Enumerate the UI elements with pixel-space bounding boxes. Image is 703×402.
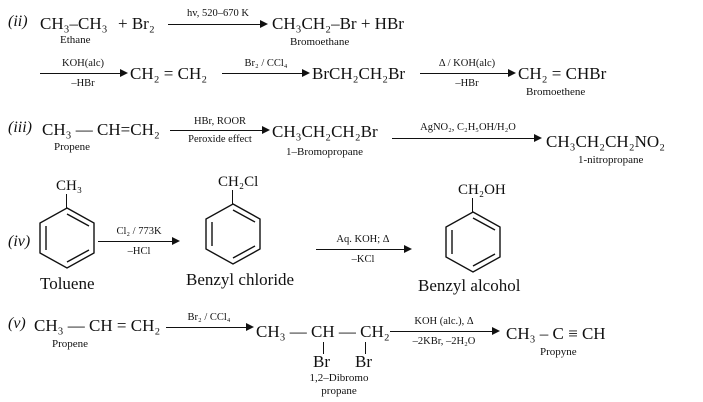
propene-v-label: Propene xyxy=(52,338,89,350)
benzyl-alcohol-label: Benzyl alcohol xyxy=(418,276,521,295)
reaction-ii-arrow-3 xyxy=(222,69,310,77)
ethane-label: Ethane xyxy=(60,34,91,46)
dibromo-bond-2 xyxy=(365,342,366,354)
propene-v-formula: CH₃ — CH = CH₂ xyxy=(34,316,161,335)
reaction-iii-arrow-2 xyxy=(392,134,542,142)
reaction-ii-condition-1: hv, 520–670 K xyxy=(186,8,250,19)
benzyl-chloride-substituent-bond xyxy=(232,190,233,204)
bromoethane-label: Bromoethane xyxy=(290,36,350,48)
reaction-v-tag: (v) xyxy=(8,315,26,332)
propene-formula: CH₃ — CH=CH₂ xyxy=(42,120,160,139)
bromoethane-products: CH₃CH₂–Br + HBr xyxy=(272,14,404,33)
reaction-v-condition-2-top: KOH (alc.), Δ xyxy=(414,316,474,327)
reaction-iv-arrow-1 xyxy=(98,237,180,245)
reaction-ii-condition-3-top: Br₂ / CCl₄ xyxy=(244,58,288,69)
toluene-benzene-ring xyxy=(39,207,95,269)
dibromopropane-chain: CH₃ — CH — CH₂ xyxy=(256,322,390,341)
reaction-v-arrow-1 xyxy=(166,323,254,331)
reaction-ii-arrow-2 xyxy=(40,69,128,77)
reaction-iv-condition-1-bottom: –HCl xyxy=(127,246,151,257)
reaction-ii-condition-2-bottom: –HBr xyxy=(71,78,95,89)
bromoethene-label: Bromoethene xyxy=(526,86,586,98)
bromoethene-formula: CH₂ = CHBr xyxy=(518,64,607,83)
reaction-v-arrow-2 xyxy=(390,327,500,335)
reaction-iv-condition-1-top: Cl₂ / 773K xyxy=(116,226,162,237)
dibromopropane-label-line2: propane xyxy=(321,385,357,397)
propene-label: Propene xyxy=(54,141,91,153)
bromopropane-label: 1–Bromopropane xyxy=(286,146,363,158)
ethane-formula: CH₃–CH₃ xyxy=(40,14,108,33)
benzyl-alcohol-substituent: CH₂OH xyxy=(458,182,506,198)
reaction-iv-tag: (iv) xyxy=(8,233,31,250)
nitropropane-label: 1-nitropropane xyxy=(578,154,644,166)
reaction-iv-condition-2-bottom: –KCl xyxy=(351,254,375,265)
dibromoethane-formula: BrCH₂CH₂Br xyxy=(312,64,406,83)
propyne-label: Propyne xyxy=(540,346,577,358)
toluene-label: Toluene xyxy=(40,274,95,293)
dibromo-bond-1 xyxy=(323,342,324,354)
nitropropane-formula: CH₃CH₂CH₂NO₂ xyxy=(546,132,666,151)
reaction-ii-condition-4-bottom: –HBr xyxy=(455,78,479,89)
dibromopropane-label-line1: 1,2–Dibromo xyxy=(309,372,369,384)
reaction-iv-arrow-2 xyxy=(316,245,412,253)
reaction-iii-condition-2-top: AgNO₂, C₂H₅OH/H₂O xyxy=(420,122,516,133)
ethene-formula: CH₂ = CH₂ xyxy=(130,64,208,83)
reaction-ii-arrow-4 xyxy=(420,69,516,77)
reaction-v-condition-1-top: Br₂ / CCl₄ xyxy=(187,312,231,323)
reaction-iii-condition-1-bottom: Peroxide effect xyxy=(188,134,252,145)
reaction-ii-arrow-1 xyxy=(168,20,268,28)
propyne-formula: CH₃ – C ≡ CH xyxy=(506,324,606,343)
reaction-ii-tag: (ii) xyxy=(8,13,28,30)
benzyl-chloride-benzene-ring xyxy=(205,203,261,265)
reaction-v-condition-2-bottom: –2KBr, –2H₂O xyxy=(412,336,476,347)
bromopropane-formula: CH₃CH₂CH₂Br xyxy=(272,122,378,141)
bromine-substituent-1: Br xyxy=(313,352,330,371)
reaction-iii-arrow-1 xyxy=(170,126,270,134)
toluene-methyl-group: CH₃ xyxy=(56,178,83,194)
bromine-reagent: + Br₂ xyxy=(118,14,155,33)
bromine-substituent-2: Br xyxy=(355,352,372,371)
benzyl-chloride-substituent: CH₂Cl xyxy=(218,174,259,190)
reaction-iii-condition-1-top: HBr, ROOR xyxy=(193,116,247,127)
reaction-ii-condition-4-top: Δ / KOH(alc) xyxy=(438,58,496,69)
reaction-ii-condition-2-top: KOH(alc) xyxy=(62,58,104,69)
reaction-iii-tag: (iii) xyxy=(8,119,32,136)
toluene-substituent-bond xyxy=(66,194,67,208)
benzyl-alcohol-benzene-ring xyxy=(445,211,501,273)
benzyl-chloride-label: Benzyl chloride xyxy=(186,270,295,289)
benzyl-alcohol-substituent-bond xyxy=(472,198,473,212)
reaction-iv-condition-2-top: Aq. KOH; Δ xyxy=(336,234,390,245)
